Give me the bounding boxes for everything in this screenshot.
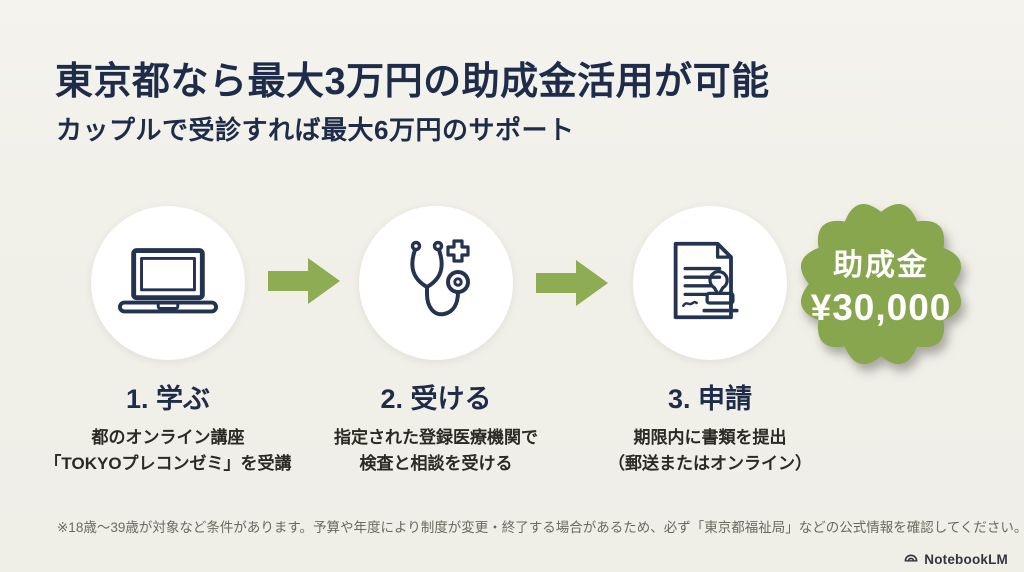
step-3-circle <box>633 206 787 360</box>
footnote: ※18歳〜39歳が対象など条件があります。予算や年度により制度が変更・終了する場… <box>57 520 1024 535</box>
notebooklm-logo: NotebookLM <box>903 549 1008 569</box>
laptop-icon <box>117 247 219 320</box>
step-2-description: 指定された登録医療機関で 検査と相談を受ける <box>276 425 596 478</box>
page-subtitle: カップルで受診すれば最大6万円のサポート <box>56 115 575 145</box>
arrow-right-icon <box>536 260 608 311</box>
badge-value: ¥30,000 <box>810 286 952 328</box>
step-1-desc-line2: 「TOKYOプレコンゼミ」を受講 <box>44 454 292 474</box>
page-title: 東京都なら最大3万円の助成金活用が可能 <box>55 61 770 103</box>
step-3-description: 期限内に書類を提出 （郵送またはオンライン） <box>550 425 870 478</box>
step-1-desc-line1: 都のオンライン講座 <box>91 428 245 447</box>
step-3-heading: 3. 申請 <box>667 384 753 414</box>
step-2-desc-line2: 検査と相談を受ける <box>359 454 513 474</box>
subsidy-badge: 助成金 ¥30,000 <box>786 189 976 379</box>
step-2: 2. 受ける 指定された登録医療機関で 検査と相談を受ける <box>276 206 596 478</box>
step-2-desc-line1: 指定された登録医療機関で <box>334 428 538 447</box>
seal-badge-icon <box>800 203 962 365</box>
badge-label: 助成金 <box>833 248 929 282</box>
step-2-heading: 2. 受ける <box>380 384 492 414</box>
stethoscope-icon <box>395 238 477 328</box>
document-stamp-icon <box>666 239 754 328</box>
notebooklm-icon <box>903 549 919 569</box>
step-3-desc-line2: （郵送またはオンライン） <box>608 454 812 474</box>
step-1-description: 都のオンライン講座 「TOKYOプレコンゼミ」を受講 <box>8 425 328 478</box>
arrow-right-icon <box>268 258 340 309</box>
step-1-heading: 1. 学ぶ <box>125 384 211 414</box>
notebooklm-label: NotebookLM <box>924 551 1008 567</box>
step-3: 3. 申請 期限内に書類を提出 （郵送またはオンライン） <box>550 206 870 478</box>
step-2-circle <box>359 206 513 360</box>
step-3-desc-line1: 期限内に書類を提出 <box>633 428 787 447</box>
step-1: 1. 学ぶ 都のオンライン講座 「TOKYOプレコンゼミ」を受講 <box>8 206 328 478</box>
badge-amount: 助成金 ¥30,000 <box>786 189 976 379</box>
step-1-circle <box>91 206 245 360</box>
